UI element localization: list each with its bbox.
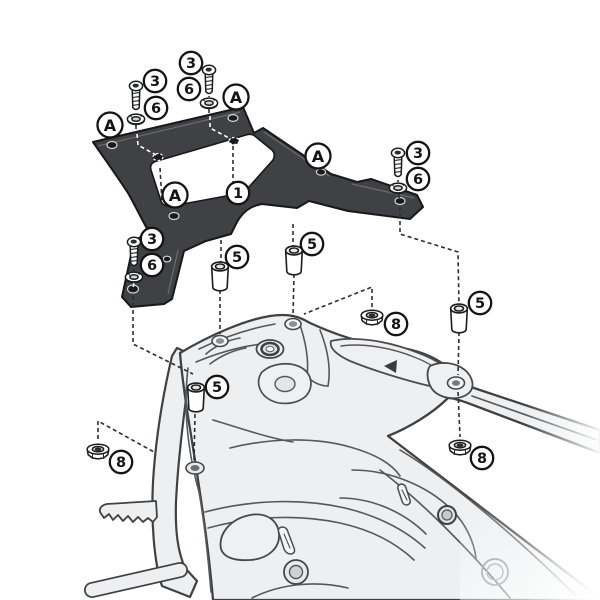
callout-5: 5 [299, 231, 325, 257]
callout-8: 8 [108, 449, 134, 475]
callout-6: 6 [405, 166, 431, 192]
rack-pocket-notch [384, 360, 397, 373]
plate-edge-highlights [97, 111, 415, 295]
rack-mount-hole-mid [284, 317, 302, 331]
svg-text:8: 8 [477, 451, 487, 467]
callout-3: 3 [405, 140, 431, 166]
nut-part [360, 309, 384, 326]
callout-6: 6 [176, 76, 202, 102]
luggage-rack [84, 313, 600, 600]
svg-text:3: 3 [413, 146, 423, 162]
spacer-part [210, 261, 230, 292]
spacer-part [449, 303, 469, 334]
callout-3: 3 [178, 50, 204, 76]
plate-holes [106, 113, 406, 294]
leader-lines [97, 89, 461, 462]
svg-text:5: 5 [212, 380, 222, 396]
svg-text:6: 6 [184, 82, 194, 98]
plate-dashed-holes [152, 136, 240, 162]
callout-A: A [222, 83, 250, 111]
rack-serrated-wing [98, 500, 158, 523]
spacer-part [186, 382, 206, 413]
screw-part [128, 80, 144, 111]
rack-grommet [255, 339, 285, 359]
callout-5: 5 [467, 290, 493, 316]
svg-text:3: 3 [147, 232, 157, 248]
screw-part [201, 64, 217, 95]
nut-part [86, 443, 110, 460]
svg-text:6: 6 [413, 172, 423, 188]
svg-text:6: 6 [147, 258, 157, 274]
svg-text:A: A [230, 88, 243, 107]
washer-part [126, 113, 146, 126]
rack-mount-hole-left [211, 334, 229, 348]
screw-part [390, 147, 406, 178]
callout-A: A [304, 142, 332, 170]
svg-text:A: A [169, 186, 182, 205]
callout-5: 5 [224, 244, 250, 270]
rack-slots [277, 483, 411, 555]
callout-A: A [161, 181, 189, 209]
callout-6: 6 [143, 95, 169, 121]
callout-5: 5 [204, 374, 230, 400]
washer-part [388, 182, 408, 195]
callout-6: 6 [139, 252, 165, 278]
rack-left-rail [151, 346, 199, 599]
callout-1: 1 [225, 180, 251, 206]
rack-ledge-hole [185, 461, 205, 475]
rack-knob [437, 505, 457, 525]
svg-text:A: A [104, 116, 117, 135]
svg-text:5: 5 [475, 296, 485, 312]
svg-text:3: 3 [150, 74, 160, 90]
callout-A: A [96, 111, 124, 139]
svg-text:6: 6 [151, 101, 161, 117]
svg-text:3: 3 [186, 56, 196, 72]
svg-text:5: 5 [232, 250, 242, 266]
svg-text:5: 5 [307, 237, 317, 253]
rack-bottom-boss [283, 559, 309, 585]
callout-3: 3 [139, 226, 165, 252]
callout-8: 8 [469, 445, 495, 471]
spacer-part [284, 245, 304, 276]
nut-part [448, 439, 472, 456]
svg-text:8: 8 [116, 455, 126, 471]
svg-text:8: 8 [391, 317, 401, 333]
svg-text:A: A [312, 147, 325, 166]
washer-part [124, 271, 144, 284]
washer-part [199, 97, 219, 110]
callout-8: 8 [383, 311, 409, 337]
callout-3: 3 [142, 68, 168, 94]
svg-text:1: 1 [233, 186, 243, 202]
